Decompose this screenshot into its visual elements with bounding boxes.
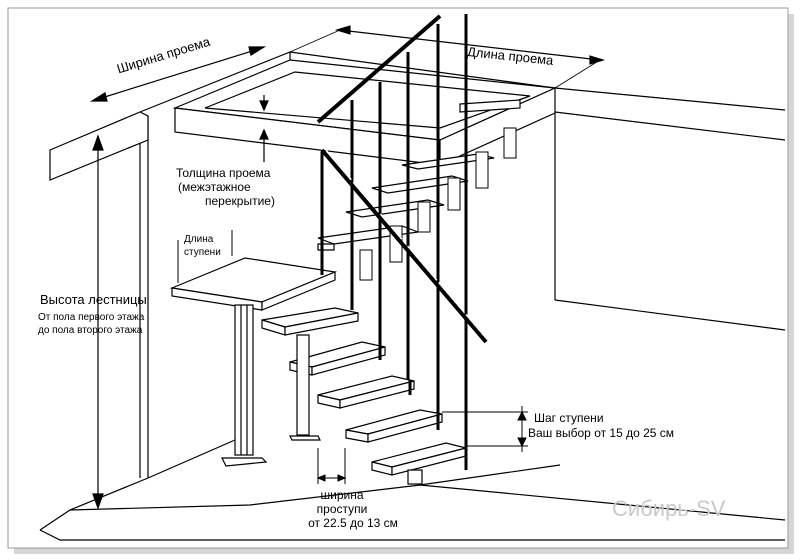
label-tread-width-2: проступи [316, 502, 368, 516]
lower-steps [261, 307, 467, 476]
label-step-length-1: Длина [184, 234, 214, 245]
dim-tread-width [316, 448, 347, 484]
watermark: Сибирь-SV [612, 496, 726, 521]
label-opening-thickness-3: перекрытие) [205, 194, 275, 208]
label-stair-height: Высота лестницы [40, 292, 147, 307]
label-stair-height-1: От пола первого этажа [38, 312, 145, 323]
dim-opening-length [289, 25, 606, 89]
dim-stair-height [92, 134, 104, 510]
balusters [320, 14, 468, 470]
handrails [316, 14, 488, 344]
handrail-texture [325, 149, 487, 339]
label-tread-width-3: от 22.5 до 13 см [308, 516, 398, 530]
label-opening-thickness-1: Толщина проема [176, 166, 271, 180]
dim-step-length [177, 230, 233, 283]
lower-column [289, 334, 423, 485]
label-step-pitch: Шаг ступени [534, 411, 604, 425]
label-step-pitch-desc: Ваш выбор от 15 до 25 см [528, 426, 675, 440]
dim-step-pitch [442, 406, 528, 452]
label-tread-width-1: ширина [320, 488, 364, 502]
dim-opening-thickness [259, 95, 269, 162]
label-step-length-2: ступени [184, 247, 221, 258]
landing-column [221, 304, 268, 467]
label-opening-thickness-2: (межэтажное [178, 180, 251, 194]
dim-opening-width [89, 46, 267, 102]
room-lines [39, 51, 786, 541]
upper-supports [359, 127, 517, 281]
label-stair-height-2: до пола второго этажа [38, 325, 143, 336]
